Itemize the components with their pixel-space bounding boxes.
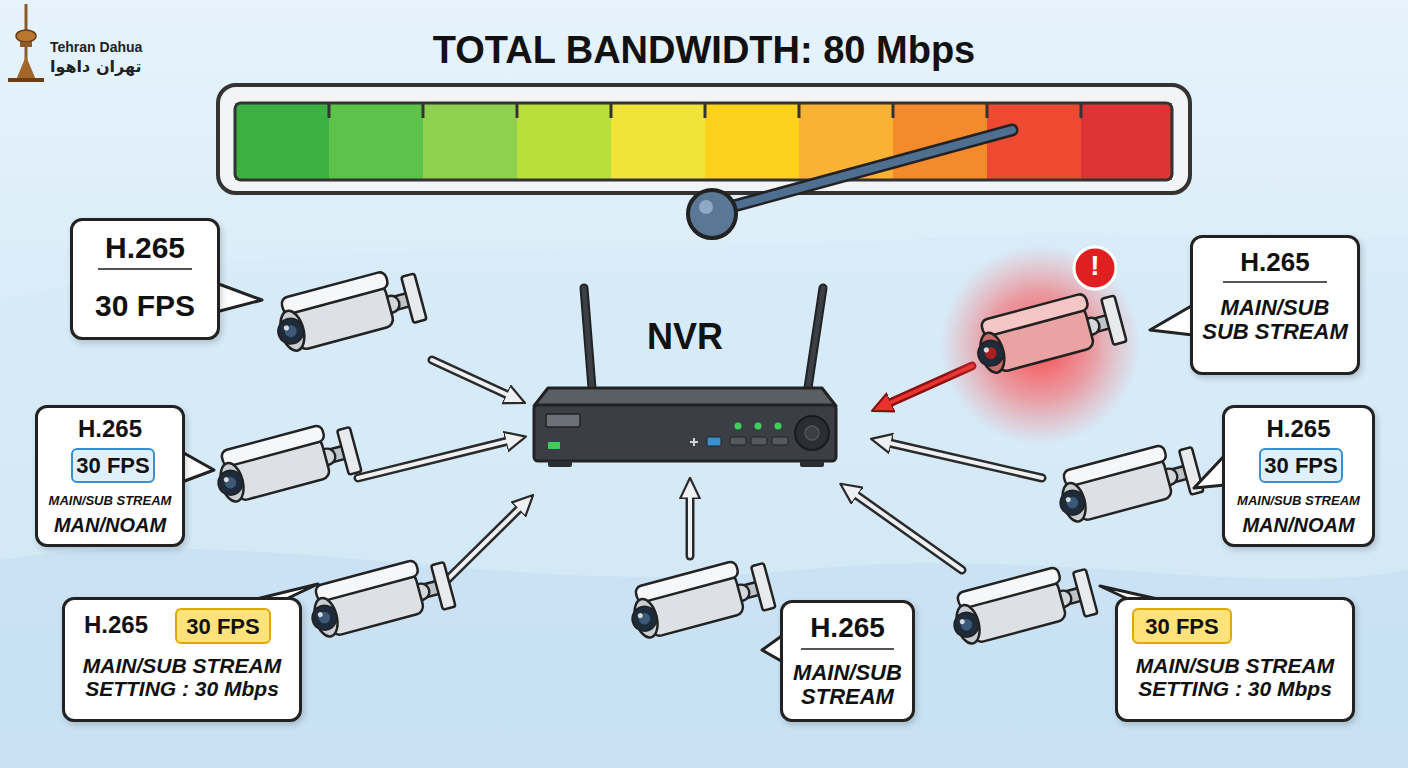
fps-badge: 30 FPS	[1132, 608, 1232, 644]
fps-value: 30 FPS	[75, 454, 151, 478]
fps-badge: 30 FPS	[1259, 448, 1343, 483]
stream-arrows	[358, 360, 1042, 585]
codec-label: H.265	[44, 416, 176, 442]
codec-label: H.265	[98, 231, 192, 270]
callout-box: H.265 30 FPS	[70, 218, 220, 340]
codec-label: H.265	[75, 612, 157, 638]
stream-setting: MAIN/SUB STREAM	[44, 494, 176, 508]
ip-cameras	[210, 264, 1203, 650]
callout-box: 30 FPS H.265MAIN/SUB STREAM SETTING : 30 …	[62, 597, 302, 722]
codec-label: H.265	[1223, 248, 1327, 283]
fps-badge: 30 FPS	[71, 448, 155, 483]
fps-value: 30 FPS	[1263, 454, 1339, 478]
callout-box: 30 FPS MAIN/SUB STREAM SETTING : 30 Mbps	[1115, 597, 1355, 722]
callout-box: 30 FPS H.265MAIN/SUB STREAM MAN/NOAM	[1222, 405, 1375, 547]
callout-box: 30 FPS H.265MAIN/SUB STREAM MAN/NOAM	[35, 405, 185, 547]
diagram-title: TOTAL BANDWIDTH: 80 Mbps	[0, 30, 1408, 72]
bandwidth-gauge	[218, 85, 1190, 238]
fps-value: 30 FPS	[179, 615, 267, 639]
stream-setting: MAN/NOAM	[1231, 514, 1366, 536]
device-title: NVR	[530, 317, 840, 357]
fps-value: 30 FPS	[1136, 615, 1228, 639]
stream-setting: MAIN/SUB STREAM	[1231, 494, 1366, 508]
stream-setting: MAIN/SUB STREAM SETTING : 30 Mbps	[1126, 654, 1344, 700]
codec-label: 30 FPS	[79, 289, 211, 322]
alert-mark: !	[1075, 251, 1115, 282]
stream-setting: MAIN/SUB SUB STREAM	[1201, 296, 1349, 344]
stream-setting: MAN/NOAM	[44, 514, 176, 536]
logo-tower	[8, 4, 44, 82]
stream-setting: MAIN/SUB STREAM	[789, 661, 906, 709]
alert-badge	[1074, 247, 1116, 289]
nvr-box: NVR	[530, 385, 840, 470]
stream-setting: MAIN/SUB STREAM SETTING : 30 Mbps	[73, 654, 291, 700]
alert-callout-box: H.265MAIN/SUB SUB STREAM	[1190, 235, 1360, 375]
alert-glow	[940, 245, 1140, 445]
callout-tails	[182, 283, 1225, 662]
codec-label: H.265	[801, 613, 894, 650]
callout-box: H.265MAIN/SUB STREAM	[780, 600, 915, 722]
codec-label: H.265	[1231, 416, 1366, 442]
fps-badge: 30 FPS	[175, 608, 271, 644]
nvr-device	[534, 288, 836, 467]
brand-name-persian: تهران داهوا	[50, 58, 142, 76]
brand-name: Tehran Dahua	[50, 40, 142, 55]
